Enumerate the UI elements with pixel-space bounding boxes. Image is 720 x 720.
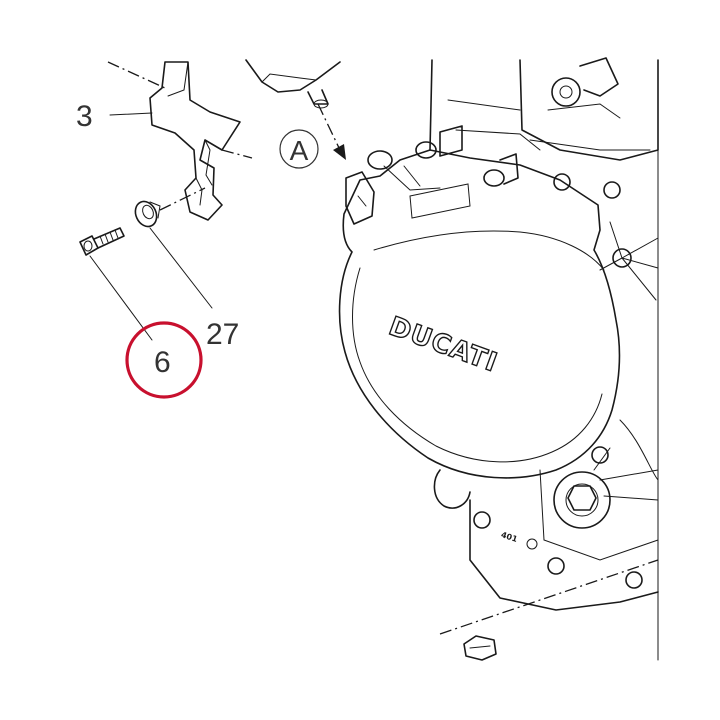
bolt-part-6[interactable] xyxy=(79,227,125,256)
bolt-axis-line xyxy=(159,187,206,211)
top-fitting xyxy=(245,59,341,109)
bottom-fitting xyxy=(463,635,497,661)
lower-axis-line xyxy=(439,559,659,635)
bracket-part-3[interactable] xyxy=(149,61,241,221)
view-a-label: A xyxy=(290,135,309,166)
bracket-axis-line xyxy=(107,61,166,89)
bracket-axis-line-2 xyxy=(221,149,253,159)
brand-logo-text: DUCATI xyxy=(385,312,502,379)
part-label-27: 27 xyxy=(206,318,239,351)
part-label-3: 3 xyxy=(76,100,93,133)
washer-part-27[interactable] xyxy=(131,198,161,230)
view-a-arrow-line xyxy=(317,103,341,151)
leader-line-6 xyxy=(89,255,153,341)
part-label-6: 6 xyxy=(154,346,171,379)
leader-line-27 xyxy=(149,227,213,309)
view-a-arrow-head xyxy=(333,144,346,160)
highlight-circle-part-6[interactable] xyxy=(125,321,203,399)
leader-line-3 xyxy=(109,112,153,116)
view-a-circle xyxy=(279,129,319,169)
engine-clutch-cover: DUCATI xyxy=(338,57,659,661)
stamp-text: 401 xyxy=(500,530,519,544)
